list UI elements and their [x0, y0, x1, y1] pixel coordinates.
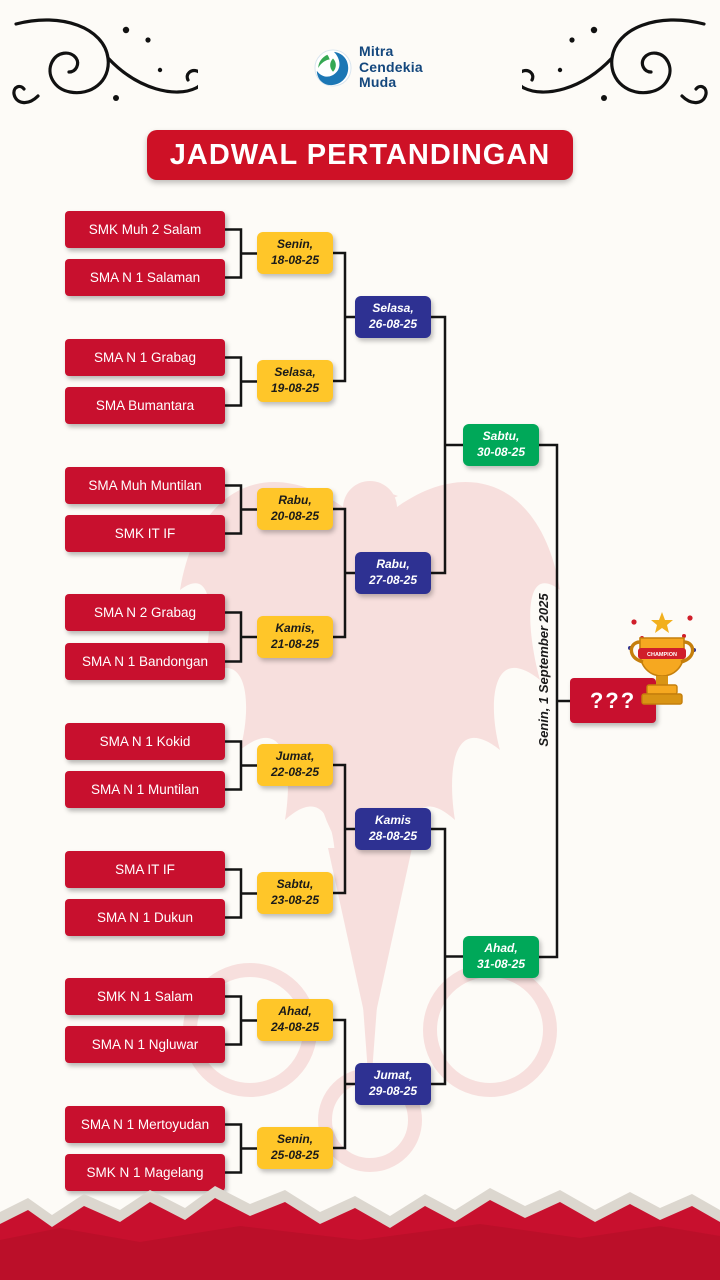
- logo-line1: Mitra: [359, 43, 394, 59]
- semifinal2-schedule: Ahad, 31-08-25: [463, 936, 539, 978]
- round1-match5-schedule: Jumat, 22-08-25: [257, 744, 333, 786]
- org-logo: Mitra Cendekia Muda: [314, 43, 423, 91]
- team-box-13: SMK N 1 Salam: [65, 978, 225, 1015]
- match-date: 27-08-25: [368, 573, 418, 587]
- match-day: Kamis: [374, 813, 412, 828]
- match-date: 23-08-25: [270, 893, 320, 907]
- match-day: Sabtu,: [276, 877, 314, 892]
- final-schedule-label: Senin, 1 September 2025: [536, 560, 554, 780]
- team-box-16: SMK N 1 Magelang: [65, 1154, 225, 1191]
- team-box-7: SMA N 2 Grabag: [65, 594, 225, 631]
- logo-line3: Muda: [359, 74, 397, 91]
- team-box-8: SMA N 1 Bandongan: [65, 643, 225, 680]
- match-date: 20-08-25: [270, 509, 320, 523]
- match-day: Rabu,: [376, 557, 410, 572]
- round1-match3-schedule: Rabu, 20-08-25: [257, 488, 333, 530]
- match-day: Selasa,: [274, 365, 316, 380]
- round2-match3-schedule: Kamis 28-08-25: [355, 808, 431, 850]
- round1-match1-schedule: Senin, 18-08-25: [257, 232, 333, 274]
- match-day: Ahad,: [484, 941, 518, 956]
- page-title: JADWAL PERTANDINGAN: [169, 138, 551, 171]
- match-day: Selasa,: [372, 301, 414, 316]
- team-box-9: SMA N 1 Kokid: [65, 723, 225, 760]
- champion-placeholder-text: ???: [589, 687, 637, 713]
- match-day: Senin,: [276, 237, 313, 252]
- team-box-14: SMA N 1 Ngluwar: [65, 1026, 225, 1063]
- match-date: 30-08-25: [476, 445, 526, 459]
- match-day: Jumat,: [275, 749, 315, 764]
- round2-match1-schedule: Selasa, 26-08-25: [355, 296, 431, 338]
- team-box-6: SMK IT IF: [65, 515, 225, 552]
- team-box-3: SMA N 1 Grabag: [65, 339, 225, 376]
- match-date: 18-08-25: [270, 253, 320, 267]
- corner-flourish-right-icon: [522, 18, 708, 105]
- match-date: 21-08-25: [270, 637, 320, 651]
- round1-match7-schedule: Ahad, 24-08-25: [257, 999, 333, 1041]
- team-box-15: SMA N 1 Mertoyudan: [65, 1106, 225, 1143]
- match-date: 22-08-25: [270, 765, 320, 779]
- round1-match8-schedule: Senin, 25-08-25: [257, 1127, 333, 1169]
- match-date: 28-08-25: [368, 829, 418, 843]
- trophy-ribbon-label: CHAMPION: [647, 652, 677, 658]
- semifinal1-schedule: Sabtu, 30-08-25: [463, 424, 539, 466]
- match-date: 19-08-25: [270, 381, 320, 395]
- round2-match4-schedule: Jumat, 29-08-25: [355, 1063, 431, 1105]
- team-box-10: SMA N 1 Muntilan: [65, 771, 225, 808]
- trophy-icon: CHAMPION: [628, 612, 696, 705]
- match-date: 26-08-25: [368, 317, 418, 331]
- match-date: 25-08-25: [270, 1148, 320, 1162]
- match-day: Ahad,: [278, 1004, 312, 1019]
- title-banner: JADWAL PERTANDINGAN: [147, 130, 573, 180]
- match-date: 29-08-25: [368, 1084, 418, 1098]
- corner-flourish-left-icon: [12, 18, 198, 105]
- match-date: 24-08-25: [270, 1020, 320, 1034]
- team-box-12: SMA N 1 Dukun: [65, 899, 225, 936]
- champion-placeholder-box: ???: [570, 678, 656, 723]
- team-box-11: SMA IT IF: [65, 851, 225, 888]
- match-date: 31-08-25: [476, 957, 526, 971]
- match-day: Rabu,: [278, 493, 312, 508]
- round1-match2-schedule: Selasa, 19-08-25: [257, 360, 333, 402]
- team-box-5: SMA Muh Muntilan: [65, 467, 225, 504]
- final-schedule-text: Senin, 1 September 2025: [536, 593, 551, 747]
- logo-line2: Cendekia: [359, 58, 423, 75]
- team-box-2: SMA N 1 Salaman: [65, 259, 225, 296]
- team-box-1: SMK Muh 2 Salam: [65, 211, 225, 248]
- round1-match6-schedule: Sabtu, 23-08-25: [257, 872, 333, 914]
- match-day: Senin,: [276, 1132, 313, 1147]
- round2-match2-schedule: Rabu, 27-08-25: [355, 552, 431, 594]
- round1-match4-schedule: Kamis, 21-08-25: [257, 616, 333, 658]
- team-box-4: SMA Bumantara: [65, 387, 225, 424]
- match-day: Jumat,: [373, 1068, 413, 1083]
- logo-wordmark: Mitra Cendekia Muda: [359, 43, 423, 91]
- logo-mark-icon: [314, 48, 352, 87]
- match-day: Sabtu,: [482, 429, 520, 444]
- torn-paper-edge: [0, 1186, 720, 1280]
- match-day: Kamis,: [275, 621, 315, 636]
